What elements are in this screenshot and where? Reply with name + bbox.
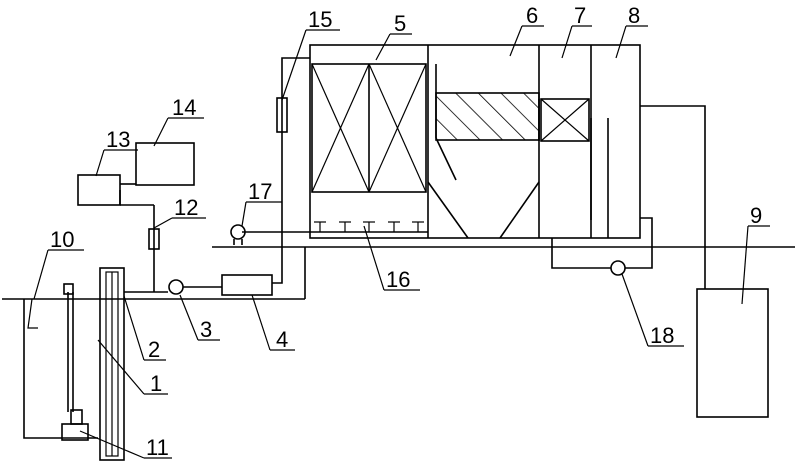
aerator-16	[242, 221, 428, 233]
label-18: 18	[650, 323, 674, 348]
media-packing-5	[311, 63, 427, 193]
settling-section-6	[427, 64, 540, 239]
filter-4	[221, 57, 310, 296]
flowmeter-15	[276, 97, 288, 133]
filter-7	[538, 98, 590, 142]
recirc-pump-18	[551, 217, 653, 276]
label-12: 12	[174, 195, 198, 220]
box-14	[120, 142, 195, 186]
label-9: 9	[750, 203, 762, 228]
baffles-8	[590, 118, 609, 238]
box-13	[77, 174, 121, 206]
label-6: 6	[526, 3, 538, 28]
valve-12	[148, 228, 160, 250]
label-11: 11	[146, 435, 169, 460]
leader-lines	[33, 25, 770, 459]
tank-base-line	[212, 246, 795, 299]
label-2: 2	[148, 337, 160, 362]
submersible-pump	[61, 283, 89, 441]
label-7: 7	[574, 3, 586, 28]
label-4: 4	[276, 327, 288, 352]
label-14: 14	[172, 95, 196, 120]
outlet-pipe	[640, 105, 706, 289]
label-17: 17	[248, 179, 272, 204]
label-15: 15	[308, 7, 332, 32]
label-3: 3	[200, 317, 212, 342]
label-16: 16	[386, 267, 410, 292]
label-5: 5	[394, 11, 406, 36]
blower-17	[230, 224, 246, 245]
label-13: 13	[106, 127, 130, 152]
label-1: 1	[150, 371, 162, 396]
vertical-pipe-column	[99, 267, 125, 461]
inlet-pipe	[119, 190, 168, 293]
pump-3	[168, 279, 222, 295]
label-8: 8	[628, 3, 640, 28]
well-pit	[23, 298, 98, 439]
label-10: 10	[50, 227, 74, 252]
tank-9	[696, 288, 769, 418]
